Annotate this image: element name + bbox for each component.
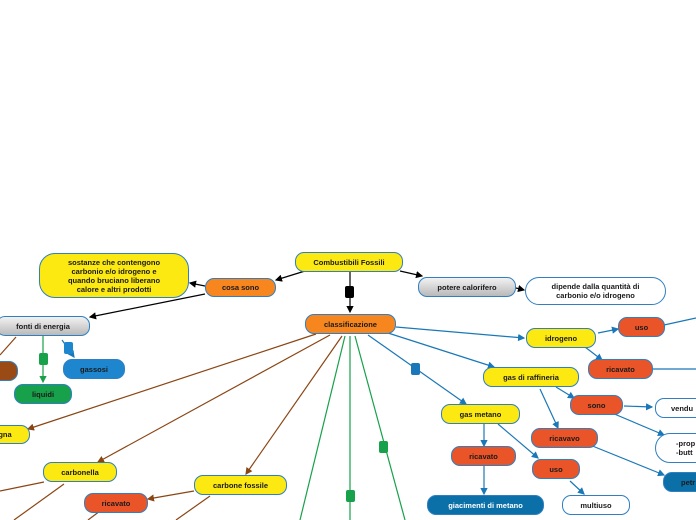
- node-ricavato-idrogeno[interactable]: ricavato: [588, 359, 653, 379]
- collapse-handle[interactable]: [411, 363, 420, 375]
- node-potere-calorifero[interactable]: potere calorifero: [418, 277, 516, 297]
- node-cosa-sono[interactable]: cosa sono: [205, 278, 276, 297]
- node-uso-idrogeno[interactable]: uso: [618, 317, 665, 337]
- node-dipende[interactable]: dipende dalla quantità di carbonio e/o i…: [525, 277, 666, 305]
- collapse-handle[interactable]: [64, 342, 73, 354]
- node-fonti-di-energia[interactable]: fonti di energia: [0, 316, 90, 336]
- node-carbone-fossile[interactable]: carbone fossile: [194, 475, 287, 495]
- node-ricavato-carbonella[interactable]: ricavato: [84, 493, 148, 513]
- node-classificazione[interactable]: classificazione: [305, 314, 396, 334]
- node-uso-metano[interactable]: uso: [532, 459, 580, 479]
- node-gas-metano[interactable]: gas metano: [441, 404, 520, 424]
- green-connectors: [39, 335, 406, 520]
- node-giacimenti[interactable]: giacimenti di metano: [427, 495, 544, 515]
- node-definizione[interactable]: sostanze che contengono carbonio e/o idr…: [39, 253, 189, 298]
- node-lignite-partial[interactable]: gna: [0, 425, 30, 444]
- node-sono[interactable]: sono: [570, 395, 623, 415]
- collapse-handle[interactable]: [379, 441, 388, 453]
- node-ricavato-metano[interactable]: ricavato: [451, 446, 516, 466]
- brown-connectors: [0, 333, 343, 520]
- root-node[interactable]: Combustibili Fossili: [295, 252, 403, 272]
- node-idrogeno[interactable]: idrogeno: [526, 328, 596, 348]
- node-carbonella[interactable]: carbonella: [43, 462, 117, 482]
- collapse-handle[interactable]: [345, 286, 354, 298]
- collapse-handle[interactable]: [346, 490, 355, 502]
- node-partial-brown[interactable]: [0, 361, 18, 381]
- node-gassosi[interactable]: gassosi: [63, 359, 125, 379]
- node-petr-partial[interactable]: petr: [663, 472, 696, 492]
- node-gas-di-raffineria[interactable]: gas di raffineria: [483, 367, 579, 387]
- node-prop-butt-partial[interactable]: -prop -butt: [655, 433, 696, 463]
- node-multiuso[interactable]: multiuso: [562, 495, 630, 515]
- node-ricavavo[interactable]: ricavavo: [531, 428, 598, 448]
- node-liquidi[interactable]: liquidi: [14, 384, 72, 404]
- node-vendu-partial[interactable]: vendu: [655, 398, 696, 418]
- collapse-handle[interactable]: [39, 353, 48, 365]
